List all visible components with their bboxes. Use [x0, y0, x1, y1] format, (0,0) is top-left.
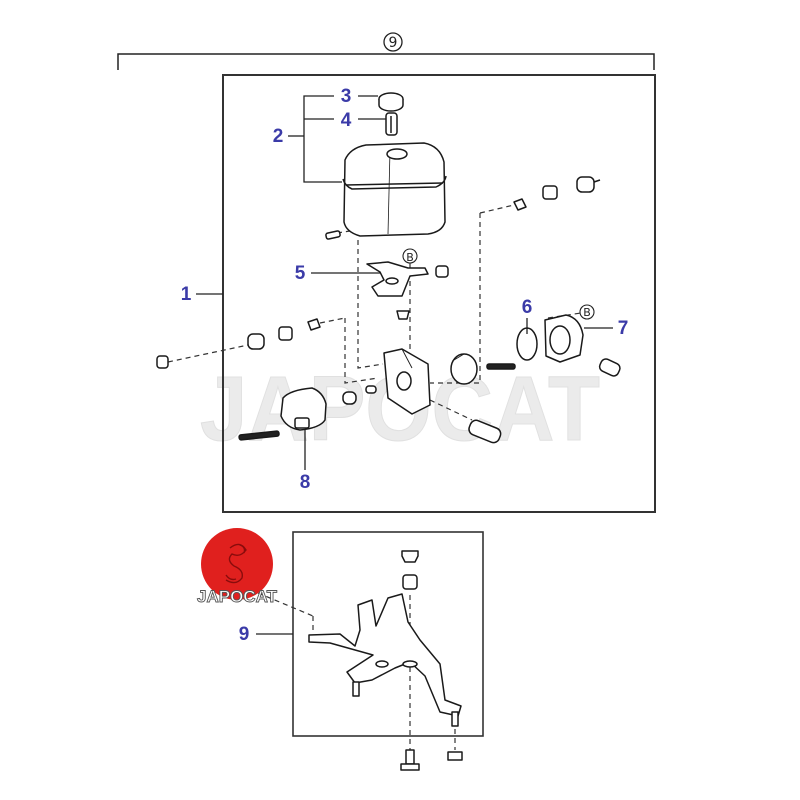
- logo-text: JAPOCAT: [197, 587, 278, 606]
- union-bolt-left[interactable]: [307, 318, 321, 331]
- callout-3[interactable]: 3: [341, 86, 378, 107]
- callout-5-label: 5: [295, 263, 306, 284]
- callout-7[interactable]: 7: [584, 318, 628, 339]
- reservoir-set-pin[interactable]: [325, 230, 341, 240]
- actuator-pin[interactable]: [365, 385, 377, 394]
- callout-6-label: 6: [522, 297, 533, 318]
- ref-marker-b-right[interactable]: B: [579, 304, 595, 320]
- callout-9-label: 9: [239, 624, 250, 645]
- actuator-mounting-bracket[interactable]: [308, 593, 462, 717]
- callout-8[interactable]: 8: [300, 425, 311, 493]
- callout-9[interactable]: 9: [239, 624, 293, 645]
- callout-3-label: 3: [341, 86, 352, 107]
- solenoid-bolt[interactable]: [486, 363, 516, 370]
- plug-right[interactable]: [576, 176, 601, 193]
- brake-fluid-reservoir[interactable]: [342, 142, 447, 237]
- union-bolt-right[interactable]: [513, 198, 527, 211]
- reservoir-strainer[interactable]: [385, 112, 398, 136]
- bracket-stud-right[interactable]: [451, 711, 459, 727]
- reservoir-bracket[interactable]: [366, 261, 429, 297]
- bracket-nut[interactable]: [435, 265, 449, 278]
- bracket-bolt-bottom[interactable]: [400, 749, 420, 771]
- solenoid-coil[interactable]: [450, 353, 478, 385]
- actuator-housing[interactable]: [383, 348, 431, 415]
- callout-7-label: 7: [618, 318, 629, 339]
- bracket-bolt-top[interactable]: [401, 550, 419, 563]
- actuator-bushing[interactable]: [342, 391, 357, 405]
- bracket-grommet[interactable]: [396, 310, 410, 320]
- o-ring[interactable]: [516, 327, 538, 361]
- callout-6[interactable]: 6: [522, 297, 533, 334]
- pressure-sensor[interactable]: [598, 357, 622, 377]
- actuator-cover[interactable]: [544, 314, 584, 363]
- nut-left[interactable]: [156, 355, 169, 369]
- bracket-cushion[interactable]: [402, 574, 418, 590]
- callout-4-label: 4: [341, 110, 352, 131]
- ref-marker-b-upper[interactable]: B: [402, 248, 418, 264]
- callout-2[interactable]: 2: [273, 95, 342, 183]
- callout-2-label: 2: [273, 126, 284, 147]
- callout-1-label: 1: [181, 284, 192, 305]
- flare-nut-left[interactable]: [278, 326, 293, 341]
- assembly-bracket: [117, 53, 655, 70]
- assembly-ref-marker[interactable]: 9: [383, 32, 403, 52]
- pump-motor[interactable]: [280, 387, 327, 431]
- reservoir-cap[interactable]: [378, 92, 404, 112]
- ref-marker-b-right-label: B: [583, 306, 591, 319]
- wheel-speed-connector[interactable]: [467, 419, 502, 445]
- ref-marker-b-upper-label: B: [406, 251, 414, 264]
- callout-1[interactable]: 1: [181, 284, 223, 305]
- bracket-stud-left[interactable]: [352, 681, 360, 697]
- plug-left[interactable]: [247, 333, 265, 350]
- bracket-nut-bottom[interactable]: [447, 751, 463, 761]
- japocat-logo[interactable]: JAPOCAT: [197, 528, 278, 606]
- dragon-icon: [225, 543, 247, 584]
- assembly-ref-label: 9: [389, 35, 398, 51]
- motor-bolt[interactable]: [238, 430, 280, 441]
- callout-5[interactable]: 5: [295, 263, 380, 284]
- callout-8-label: 8: [300, 472, 311, 493]
- flare-nut-right[interactable]: [542, 185, 558, 200]
- callout-4[interactable]: 4: [341, 110, 386, 131]
- assembly-dashed-lines: [167, 204, 582, 760]
